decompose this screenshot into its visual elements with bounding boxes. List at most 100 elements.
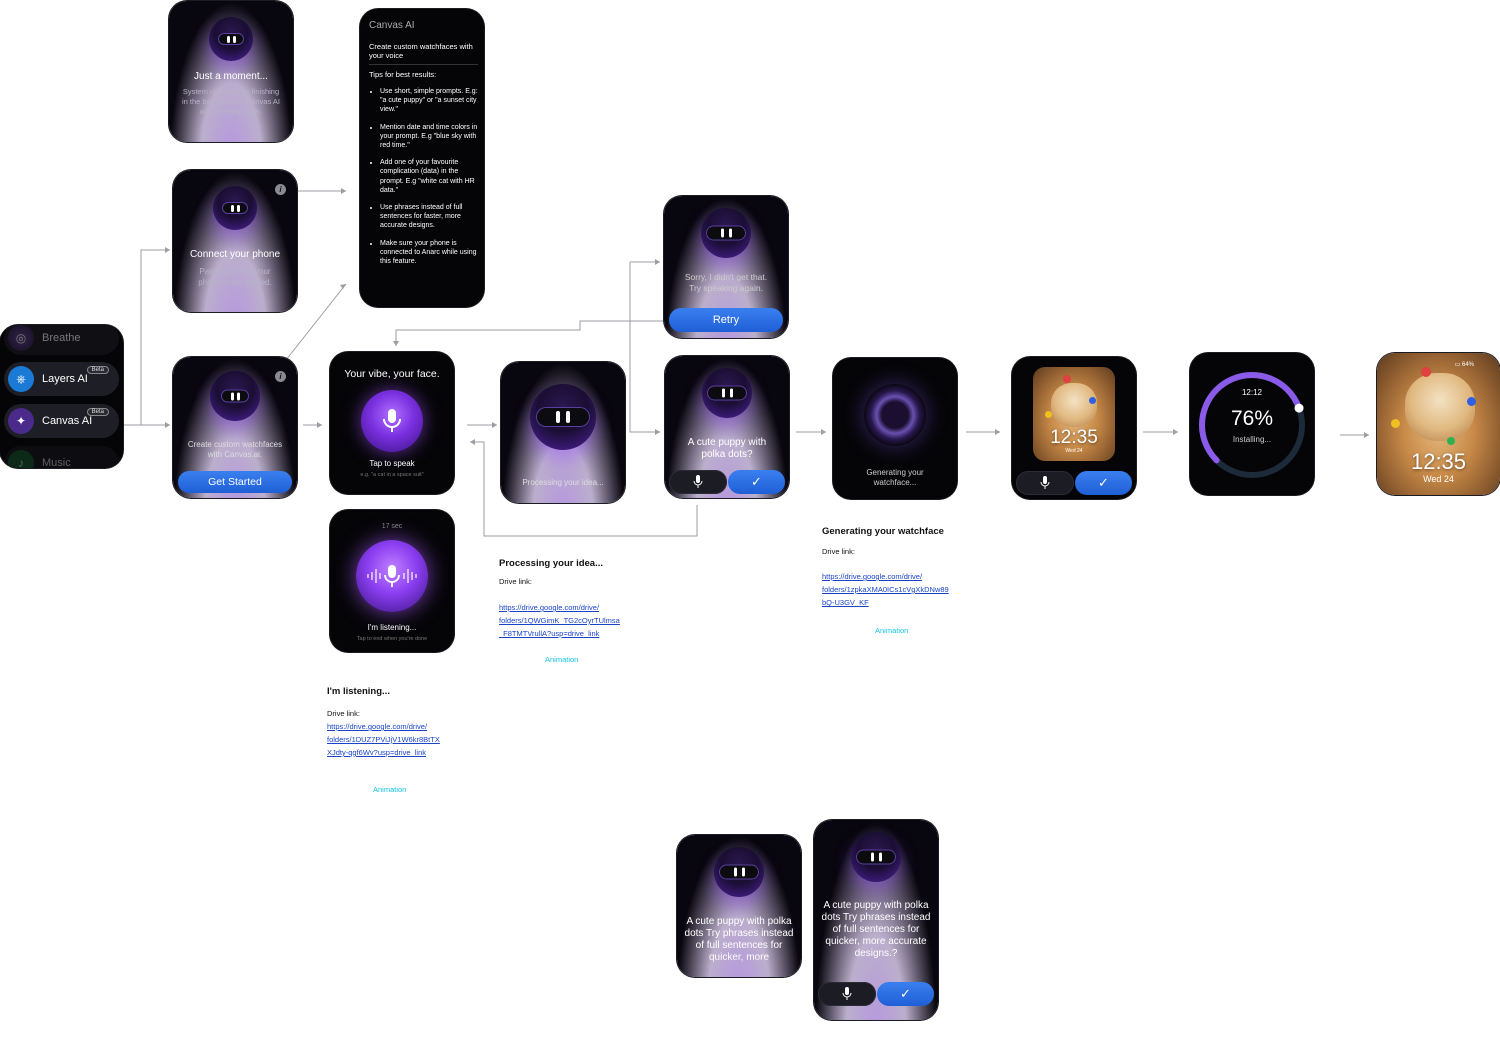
assistant-orb bbox=[701, 208, 751, 258]
retry-button[interactable]: Retry bbox=[669, 308, 783, 332]
screen-confirm-prompt: A cute puppy with polka dots? ✓ bbox=[665, 356, 789, 498]
dot bbox=[1421, 367, 1431, 377]
link-line: folders/1QWGimK_TG2cOyrTUlmsa bbox=[499, 616, 620, 625]
note-listening-link[interactable]: https://drive.google.com/drive/ folders/… bbox=[327, 720, 440, 759]
link-line: https://drive.google.com/drive/ bbox=[822, 572, 923, 581]
moment-title: Just a moment... bbox=[194, 71, 268, 82]
screen-generating: Generating your watchface... bbox=[833, 358, 957, 499]
tip-item: Mention date and time colors in your pro… bbox=[380, 123, 480, 151]
info-icon[interactable]: i bbox=[275, 184, 286, 195]
battery-percent: 64% bbox=[1461, 362, 1474, 368]
screen-long-prompt-overflow: A cute puppy with polka dots Try phrases… bbox=[677, 835, 801, 977]
re-record-button[interactable] bbox=[669, 470, 727, 494]
microphone-icon bbox=[383, 409, 401, 432]
moment-body: System updates are finishing in the back… bbox=[182, 87, 280, 116]
pause-pill bbox=[218, 33, 244, 45]
note-processing-link[interactable]: https://drive.google.com/drive/ folders/… bbox=[499, 601, 620, 640]
generating-title: Generating your watchface... bbox=[866, 468, 924, 487]
assistant-orb bbox=[714, 847, 764, 897]
confirm-button[interactable]: ✓ bbox=[877, 982, 934, 1006]
canvas-ai-icon: ✦ bbox=[8, 408, 34, 434]
install-label: Installing... bbox=[1232, 435, 1272, 444]
processing-title: Processing your idea... bbox=[522, 478, 604, 487]
dot bbox=[1063, 375, 1071, 383]
pause-pill bbox=[221, 389, 249, 403]
mic-orb[interactable] bbox=[361, 390, 423, 452]
re-record-button[interactable] bbox=[1016, 471, 1074, 495]
screen-long-prompt-confirm: A cute puppy with polka dots Try phrases… bbox=[814, 820, 938, 1020]
menu-item-label: Canvas AI bbox=[42, 415, 93, 427]
tips-subtitle: Create custom watchfaces with your voice bbox=[369, 42, 473, 60]
tip-item: Make sure your phone is connected to Ana… bbox=[380, 239, 480, 267]
preview-date: Wed 24 bbox=[1065, 448, 1083, 454]
check-icon: ✓ bbox=[751, 474, 762, 489]
soundwave-microphone-icon bbox=[367, 565, 417, 587]
pause-pill bbox=[719, 864, 759, 880]
final-date: Wed 24 bbox=[1423, 474, 1454, 484]
final-time: 12:35 bbox=[1410, 449, 1467, 474]
menu-item-breathe[interactable]: ◎ Breathe bbox=[4, 325, 119, 355]
info-icon[interactable]: i bbox=[275, 371, 286, 382]
apply-button[interactable]: ✓ bbox=[1075, 471, 1132, 495]
pause-pill bbox=[856, 849, 896, 865]
dot bbox=[1045, 411, 1052, 418]
get-started-button[interactable]: Get Started bbox=[178, 471, 292, 493]
mic-orb-active[interactable] bbox=[356, 540, 428, 612]
note-generating-title: Generating your watchface bbox=[822, 526, 944, 537]
vibe-hint: Tap to speak bbox=[369, 459, 415, 468]
long-prompt-text: A cute puppy with polka dots Try phrases… bbox=[684, 916, 794, 963]
tips-divider bbox=[369, 64, 478, 65]
dot bbox=[1447, 437, 1455, 445]
screen-app-menu: ◎ Breathe ⎈ Layers AI Beta ✦ Canvas AI B… bbox=[0, 325, 123, 468]
music-icon: ♪ bbox=[8, 450, 34, 468]
screen-final-watchface: ▭ 64% 12:35 Wed 24 bbox=[1377, 353, 1500, 495]
listening-title: I'm listening... bbox=[367, 623, 417, 632]
pause-pill bbox=[536, 407, 590, 427]
link-line: bQ-U3GV_KF bbox=[822, 598, 869, 607]
assistant-orb bbox=[213, 186, 257, 230]
screen-listening: 17 sec I'm listening... Tap to end when … bbox=[330, 510, 454, 652]
link-line: folders/1DUZ7PViJjV1W6kr8BtTX bbox=[327, 735, 440, 744]
pause-pill bbox=[222, 202, 248, 214]
watchface-preview: 12:35 Wed 24 bbox=[1033, 367, 1115, 461]
sorry-text: Sorry, I didn't get that. Try speaking a… bbox=[684, 272, 768, 293]
beta-badge: Beta bbox=[86, 366, 109, 374]
listening-timer: 17 sec bbox=[381, 523, 403, 530]
link-line: folders/1zpkaXMA0ICs1cVgXkDNw89 bbox=[822, 585, 949, 594]
note-processing-animation[interactable]: Animation bbox=[545, 655, 579, 664]
tips-heading: Tips for best results: bbox=[369, 70, 437, 79]
link-line: _F8TMTVrullA?usp=drive_link bbox=[499, 629, 600, 638]
generating-ring bbox=[864, 384, 926, 446]
menu-item-label: Breathe bbox=[42, 332, 81, 344]
note-generating-animation[interactable]: Animation bbox=[875, 626, 909, 635]
puppy-face bbox=[1051, 383, 1097, 427]
menu-item-canvas-ai[interactable]: ✦ Canvas AI Beta bbox=[4, 404, 119, 438]
microphone-icon bbox=[1040, 476, 1050, 489]
note-listening-animation[interactable]: Animation bbox=[373, 785, 407, 794]
re-record-button[interactable] bbox=[818, 982, 876, 1006]
screen-your-vibe: Your vibe, your face. Tap to speak e.g. … bbox=[330, 352, 454, 494]
tips-title: Canvas AI bbox=[369, 20, 415, 31]
microphone-icon bbox=[842, 987, 852, 1000]
link-line: XJdty-qgf6Wv?usp=drive_link bbox=[327, 748, 427, 757]
breathe-icon: ◎ bbox=[8, 325, 34, 351]
confirm-button[interactable]: ✓ bbox=[728, 470, 785, 494]
puppy-face bbox=[1405, 373, 1475, 441]
check-icon: ✓ bbox=[1098, 475, 1109, 490]
assistant-orb bbox=[210, 371, 260, 421]
connect-title: Connect your phone bbox=[189, 249, 281, 260]
preview-time: 12:35 bbox=[1050, 427, 1098, 448]
menu-item-layers-ai[interactable]: ⎈ Layers AI Beta bbox=[4, 362, 119, 396]
check-icon: ✓ bbox=[900, 986, 911, 1001]
dot bbox=[1089, 397, 1096, 404]
assistant-orb bbox=[209, 17, 253, 61]
assistant-orb bbox=[530, 384, 596, 450]
tip-item: Add one of your favourite complication (… bbox=[380, 158, 480, 195]
confirm-prompt-text: A cute puppy with polka dots? bbox=[687, 437, 767, 460]
dot bbox=[1467, 397, 1476, 406]
menu-item-music[interactable]: ♪ Music bbox=[4, 446, 119, 468]
install-progress-ring bbox=[1199, 372, 1305, 478]
note-generating-link[interactable]: https://drive.google.com/drive/ folders/… bbox=[822, 570, 949, 609]
screen-installing: 12:12 76% Installing... bbox=[1190, 353, 1314, 495]
